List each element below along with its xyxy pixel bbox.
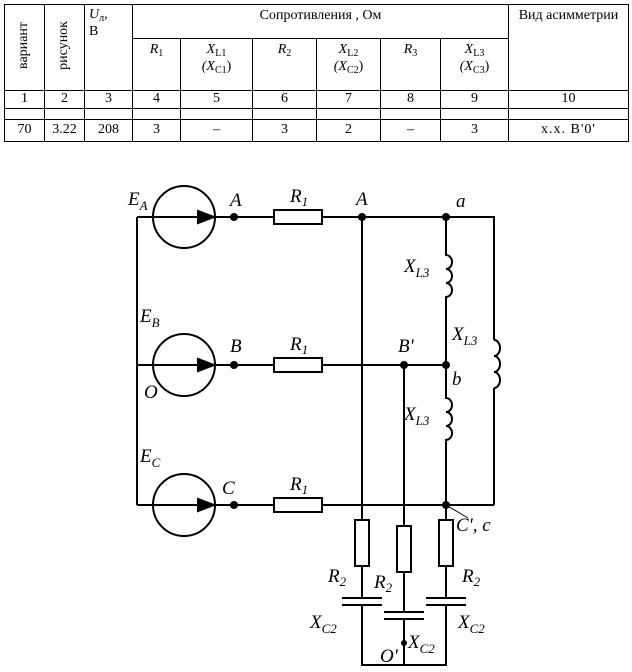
source-eb-icon: [152, 333, 217, 397]
header-resistances: Сопротивления , Ом: [132, 4, 509, 39]
header-r1: R1: [132, 38, 181, 91]
label-xl3-side: XL3: [451, 324, 478, 348]
wire-r2-to-c: [361, 566, 447, 612]
label-r2-3: R2: [461, 566, 481, 589]
label-xc2-1: XC2: [309, 612, 337, 636]
header-r2: R2: [252, 38, 317, 91]
header-voltage: Uл, В: [84, 4, 133, 91]
label-xl3-top: XL3: [403, 256, 430, 280]
cell-variant: 70: [4, 119, 45, 142]
label-r2-2: R2: [373, 572, 393, 595]
inductor-xl3-top: [445, 217, 453, 365]
source-ea-icon: [152, 185, 217, 249]
parameters-table: вариант рисунок Uл, В Сопротивления , Ом…: [4, 4, 629, 142]
capacitor-xc2-3: [426, 597, 466, 606]
label-xc2-3: XC2: [457, 612, 485, 636]
capacitor-xc2-2: [384, 611, 424, 620]
resistor-r1-c: [273, 497, 323, 513]
header-xl3: XL3 (XC3): [440, 38, 509, 91]
label-ea: EA: [127, 189, 148, 213]
label-r1-c: R1: [289, 474, 308, 497]
label-eb: EB: [139, 306, 160, 330]
label-r1-a: R1: [289, 186, 308, 209]
label-xc2-2: XC2: [407, 632, 435, 656]
source-ec-icon: [152, 473, 217, 537]
header-r3: R3: [380, 38, 441, 91]
wire-neutral-load: [361, 605, 447, 666]
header-variant: вариант: [4, 4, 45, 91]
table-row: 70 3.22 208 3 – 3 2 – 3 х.х. B'0': [4, 119, 629, 142]
resistor-r1-a: [273, 209, 323, 225]
label-r1-b: R1: [289, 334, 308, 357]
label-node-cc: C', c: [456, 515, 491, 536]
node-a-dot: [230, 213, 238, 221]
wire-top-right: [446, 216, 495, 340]
header-xl2: XL2 (XC2): [316, 38, 381, 91]
capacitor-xc2-1: [342, 597, 382, 606]
node-b-dot: [230, 361, 238, 369]
cell-r2: 3: [252, 119, 317, 142]
cell-xl3: 3: [440, 119, 509, 142]
label-node-op: O': [380, 646, 399, 667]
label-node-b-small: b: [452, 369, 462, 390]
node-c-dot: [230, 501, 238, 509]
header-xl1: XL1 (XC1): [180, 38, 253, 91]
label-node-o: O: [144, 382, 158, 403]
label-r2-1: R2: [327, 566, 347, 589]
label-node-a2: A: [354, 189, 368, 210]
label-node-b: B: [230, 336, 242, 357]
resistor-r1-b: [273, 357, 323, 373]
table-gap: [4, 108, 629, 120]
leader-cc: [445, 504, 469, 519]
label-node-bp: B': [398, 336, 415, 357]
label-node-c: C: [222, 478, 235, 499]
resistor-r2-2: [396, 525, 412, 573]
inductor-xl3-bottom: [445, 365, 453, 505]
column-number-row: 1 2 3 4 5 6 7 8 9 10: [4, 90, 629, 109]
label-ec: EC: [139, 446, 161, 470]
header-asymmetry: Вид асимметрии: [508, 4, 629, 91]
label-node-a: A: [228, 190, 242, 211]
resistor-r2-1: [354, 519, 370, 567]
resistor-r2-3: [438, 519, 454, 567]
inductor-xl3-side: [493, 339, 501, 389]
label-node-a-small: a: [456, 191, 466, 212]
label-xl3-bottom: XL3: [403, 404, 430, 428]
cell-asymmetry: х.х. B'0': [508, 119, 629, 142]
cell-figure: 3.22: [44, 119, 85, 142]
